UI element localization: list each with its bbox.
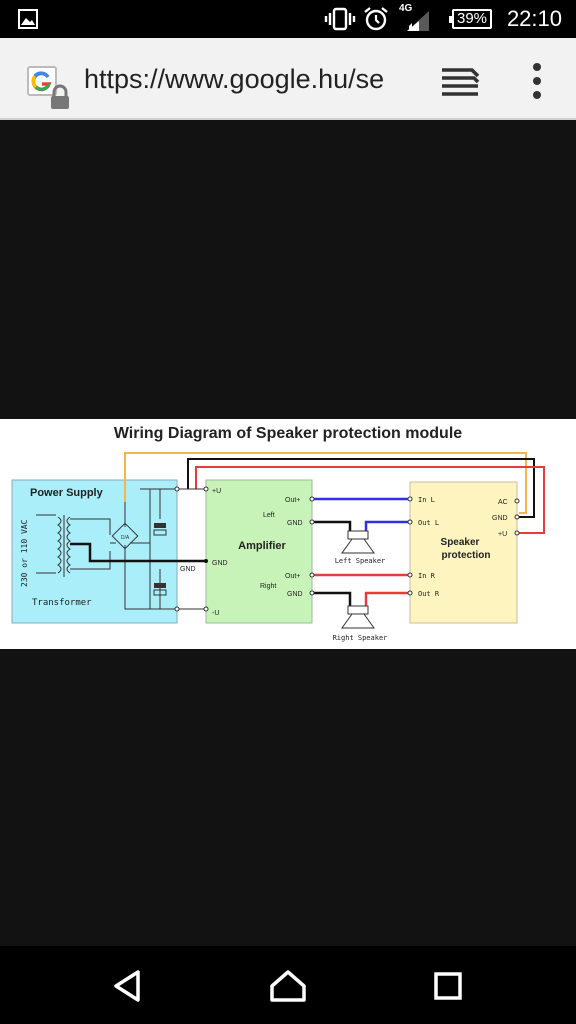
protection-title-1: Speaker bbox=[441, 537, 480, 548]
input-voltage-label: 230 or 110 VAC bbox=[20, 519, 29, 587]
left-speaker-symbol bbox=[341, 530, 375, 554]
left-speaker-label: Left Speaker bbox=[335, 557, 386, 565]
prot-plus-v: +U bbox=[498, 531, 507, 538]
clock: 22:10 bbox=[506, 6, 562, 31]
amplifier-title: Amplifier bbox=[238, 540, 286, 552]
amp-gnd: GND bbox=[212, 560, 228, 567]
bridge-label: D/A bbox=[121, 535, 130, 541]
overflow-menu-icon[interactable] bbox=[530, 62, 544, 100]
wiring-diagram-image[interactable]: Wiring Diagram of Speaker protection mod… bbox=[0, 419, 576, 649]
prot-in-l: In L bbox=[418, 496, 435, 504]
amp-right-label: Right bbox=[260, 583, 276, 590]
amp-right-out-gnd: GND bbox=[287, 591, 303, 598]
alarm-icon bbox=[364, 7, 388, 31]
transformer-label: Transformer bbox=[32, 598, 92, 608]
image-notification-icon bbox=[18, 9, 38, 29]
prot-ac: AC bbox=[498, 499, 508, 506]
right-speaker-symbol bbox=[341, 605, 375, 629]
battery-level: 39% bbox=[456, 10, 488, 27]
tabs-switcher-icon[interactable] bbox=[438, 64, 482, 98]
browser-toolbar: https://www.google.hu/se bbox=[0, 38, 576, 120]
diagram-title: Wiring Diagram of Speaker protection mod… bbox=[114, 425, 462, 442]
url-field[interactable]: https://www.google.hu/se bbox=[84, 64, 385, 94]
prot-out-l: Out L bbox=[418, 519, 439, 527]
prot-in-r: In R bbox=[418, 572, 436, 580]
system-nav-bar bbox=[0, 946, 576, 1024]
battery-icon: 39% bbox=[449, 9, 492, 29]
right-speaker-label: Right Speaker bbox=[333, 634, 388, 642]
amp-left-label: Left bbox=[263, 512, 275, 519]
amp-left-out-plus: Out+ bbox=[285, 497, 300, 504]
amp-left-out-gnd: GND bbox=[287, 520, 303, 527]
amp-plus-v: +U bbox=[212, 488, 221, 495]
home-icon[interactable] bbox=[266, 964, 310, 1008]
protection-block bbox=[409, 481, 518, 624]
google-secure-site-icon[interactable] bbox=[27, 66, 73, 112]
amp-right-out-plus: Out+ bbox=[285, 573, 300, 580]
power-supply-title: Power Supply bbox=[30, 487, 104, 499]
vibrate-icon bbox=[324, 7, 356, 31]
amplifier-block bbox=[205, 479, 313, 624]
protection-title-2: protection bbox=[442, 550, 491, 561]
amp-minus-v: -U bbox=[212, 610, 219, 617]
recents-icon[interactable] bbox=[426, 964, 470, 1008]
psu-gnd-label: GND bbox=[180, 566, 196, 573]
signal-icon bbox=[407, 11, 429, 31]
status-bar: 4G 39% 22:10 bbox=[0, 0, 576, 38]
prot-out-r: Out R bbox=[418, 590, 440, 598]
prot-gnd: GND bbox=[492, 515, 508, 522]
back-icon[interactable] bbox=[106, 964, 150, 1008]
network-type: 4G bbox=[399, 3, 413, 14]
